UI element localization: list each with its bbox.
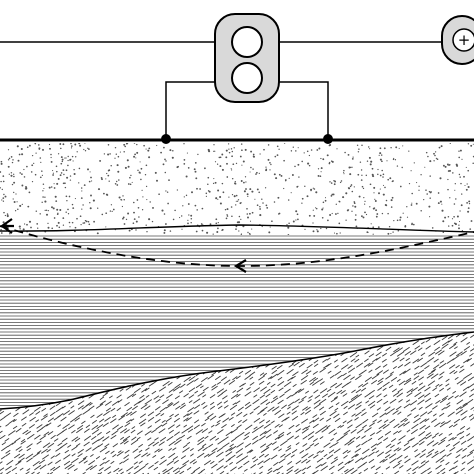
power-source: + [441,15,474,65]
current-arrow-center-icon [233,259,247,273]
plus-terminal-symbol: + [458,31,471,49]
meter-upper-electrode-icon [231,26,263,58]
sand-layer [0,143,474,235]
measuring-circuit-wire [165,81,215,138]
clay-layer [0,235,474,409]
meter [214,13,280,103]
sand-clay-boundary [0,224,474,233]
clay-bedrock-boundary [0,331,474,410]
meter-lower-electrode-icon [231,62,263,94]
current-flow-path [0,225,474,267]
measuring-circuit-wire-right [279,81,329,138]
plus-terminal-icon [452,28,474,52]
current-arrow-left-icon [0,218,14,234]
